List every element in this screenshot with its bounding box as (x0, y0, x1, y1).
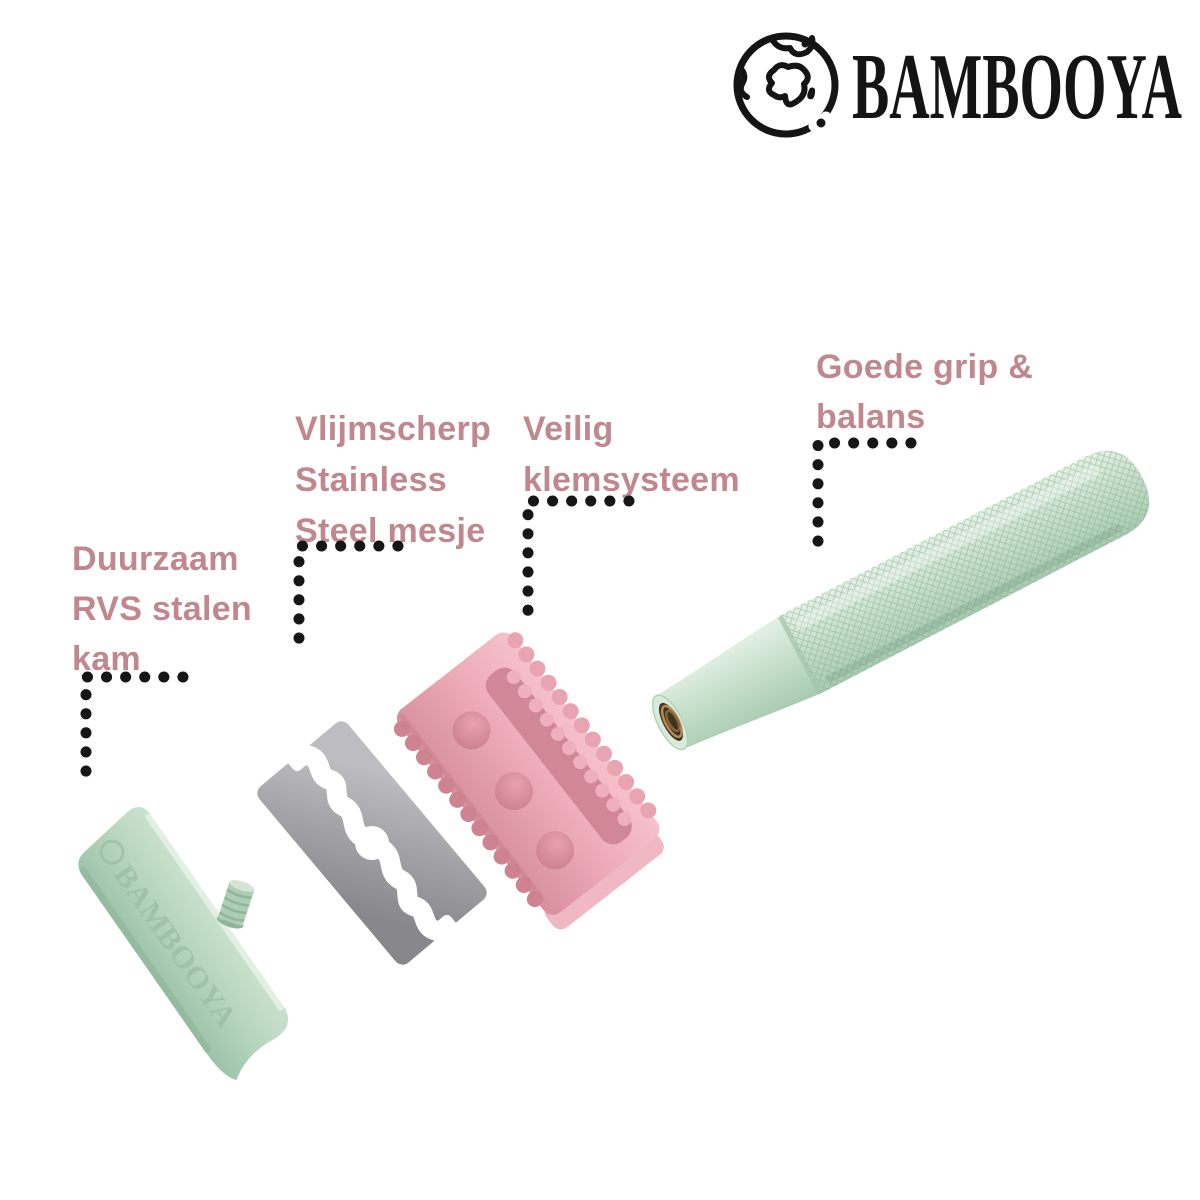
callout-grip-line: balans (816, 398, 926, 436)
callout-grip-line: Goede grip & (816, 348, 1034, 386)
brand-wordmark: BAMBOOYA (852, 35, 1182, 139)
slot-scallops (506, 670, 632, 826)
base-plate: BAMBOOYA (78, 806, 289, 1081)
callout-blade-line: Vlijmscherp (295, 410, 492, 448)
knurl-texture (780, 450, 1150, 694)
connector-blade (293, 540, 404, 662)
threaded-socket (651, 694, 689, 751)
connector-clamp (522, 495, 635, 619)
screw-post (216, 880, 255, 929)
callout-blade: Vlijmscherp Stainless Steel mesje (295, 404, 491, 557)
callout-comb-line: Duurzaam (72, 540, 239, 578)
comb-teeth (507, 632, 657, 819)
handle (651, 450, 1150, 751)
callout-blade-line: Stainless (295, 461, 447, 499)
callout-blade-line: Steel mesje (295, 512, 486, 550)
callout-comb: Duurzaam RVS stalen kam (72, 534, 252, 684)
callout-clamp-line: klemsysteem (523, 461, 740, 499)
connector-grip (812, 437, 917, 560)
connector-comb (80, 671, 189, 782)
callout-comb-line: RVS stalen (72, 590, 253, 628)
globe-icon (733, 32, 839, 138)
comb-head (393, 632, 664, 930)
callout-clamp-line: Veilig (523, 410, 614, 448)
razor-blade (257, 721, 487, 965)
callout-clamp: Veilig klemsysteem (523, 404, 740, 506)
callout-grip: Goede grip & balans (816, 342, 1033, 442)
brand-logo: BAMBOOYA (733, 32, 1182, 139)
